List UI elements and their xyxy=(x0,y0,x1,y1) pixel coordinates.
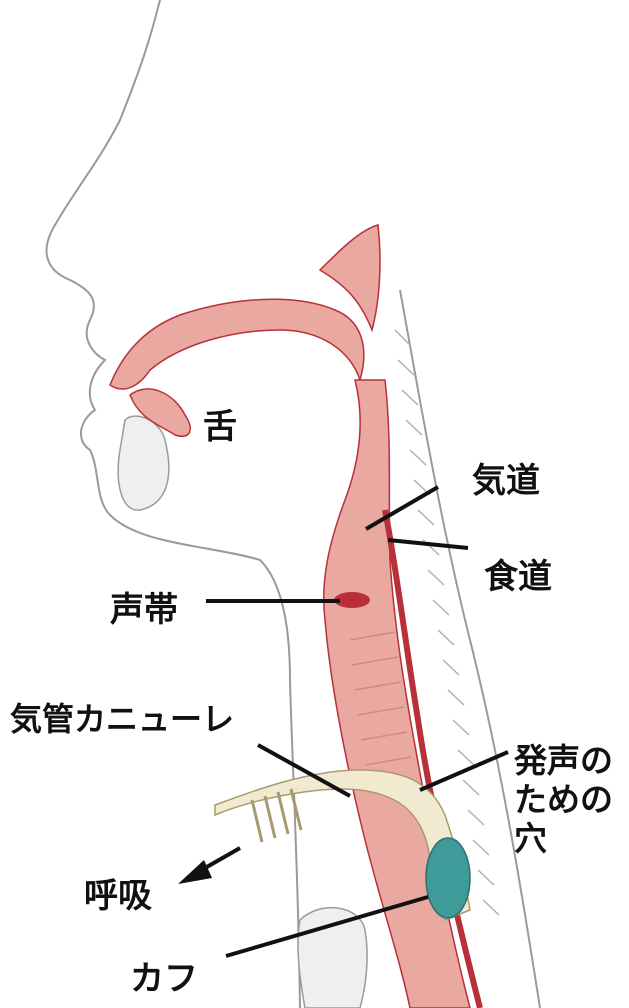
jaw-bone xyxy=(118,416,169,510)
label-vocal-cords: 声帯 xyxy=(110,593,178,627)
label-tracheostomy-tube: 気管カニューレ xyxy=(10,703,234,735)
label-speaking-hole-line1: 発声の xyxy=(514,742,613,781)
label-breathing: 呼吸 xyxy=(84,879,152,913)
label-speaking-hole: 発声の ための 穴 xyxy=(514,742,613,859)
leader-esophagus xyxy=(388,540,468,548)
label-esophagus: 食道 xyxy=(484,560,552,594)
label-airway: 気道 xyxy=(472,464,540,498)
breathing-arrow-head xyxy=(178,860,212,884)
face-profile-outline xyxy=(47,0,300,1008)
lower-bone xyxy=(298,908,367,1008)
label-speaking-hole-line2: ための xyxy=(514,781,613,820)
leader-speaking-hole xyxy=(420,752,508,790)
label-cuff: カフ xyxy=(130,962,198,996)
label-tongue: 舌 xyxy=(203,410,237,444)
palate-tissue xyxy=(110,299,364,389)
cuff-shape xyxy=(426,838,470,918)
label-speaking-hole-line3: 穴 xyxy=(514,820,613,859)
